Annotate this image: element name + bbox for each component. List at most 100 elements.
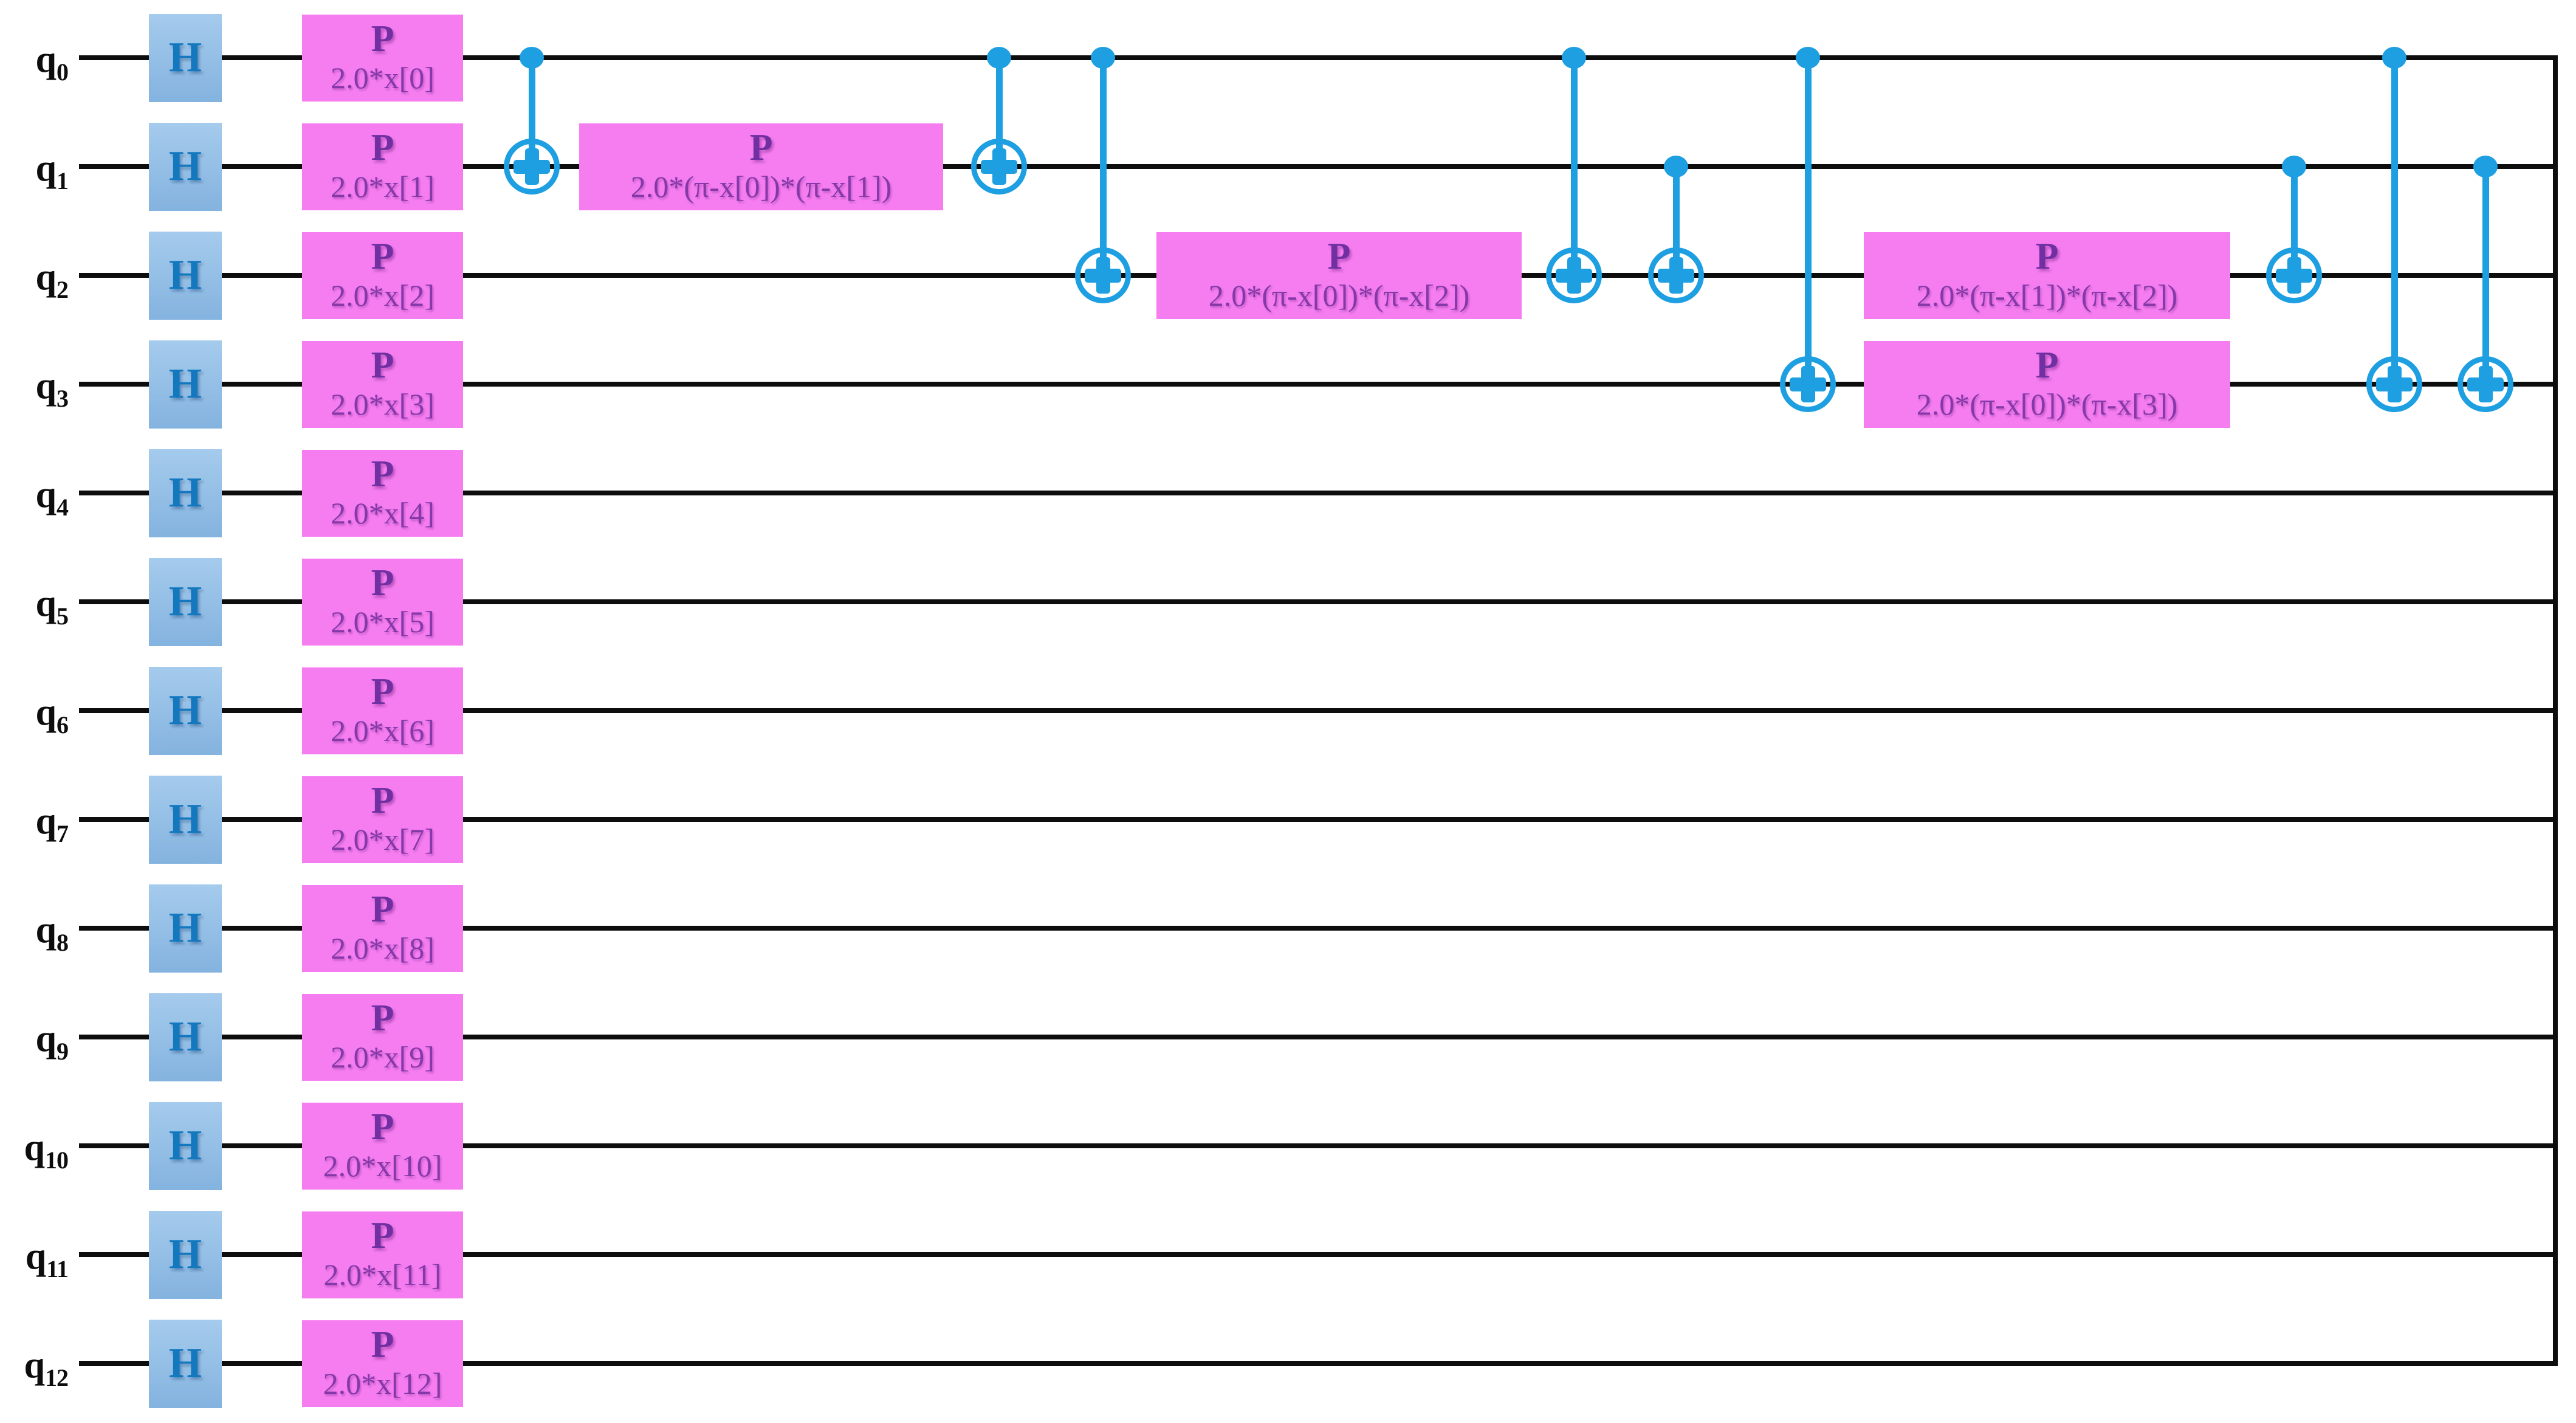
qubit-label: q4 [0, 467, 69, 535]
qubit-label-prefix: q [35, 474, 57, 515]
cnot-target-plus [2388, 366, 2402, 402]
h-gate: H [149, 1101, 222, 1190]
qubit-label-index: 9 [57, 1038, 69, 1065]
h-gate-letter: H [168, 1231, 202, 1278]
h-gate-letter: H [168, 1013, 202, 1060]
qubit-label-prefix: q [35, 692, 57, 733]
qubit-wire [79, 926, 2558, 931]
h-gate-letter: H [168, 143, 202, 190]
p-gate-letter: P [371, 671, 394, 713]
p-gate-letter: P [371, 345, 394, 387]
qubit-label-index: 6 [57, 711, 69, 739]
cnot-connector-line [2482, 167, 2489, 384]
qubit-label-prefix: q [24, 1345, 45, 1386]
p-gate-parameter: 2.0*x[7] [331, 822, 434, 856]
qubit-label: q1 [0, 141, 69, 208]
h-gate-letter: H [168, 578, 202, 625]
qubit-wire [79, 817, 2558, 822]
p-gate-parameter: 2.0*(π-x[0])*(π-x[3]) [1916, 387, 2178, 421]
cnot-control-dot [2282, 156, 2306, 177]
p-gate-parameter: 2.0*x[5] [331, 604, 434, 639]
cnot-target-circle [504, 139, 560, 195]
cnot-control-dot [1562, 47, 1586, 69]
h-gate-letter: H [168, 34, 202, 81]
cnot-target-plus [1096, 257, 1110, 294]
qubit-label-prefix: q [35, 1018, 57, 1059]
h-gate: H [149, 231, 222, 320]
p-gate-letter: P [371, 236, 394, 278]
h-gate: H [149, 449, 222, 537]
cnot-connector-line [529, 58, 535, 167]
p-gate-parameter: 2.0*x[8] [331, 931, 434, 965]
cnot-control-dot [2473, 156, 2498, 177]
qubit-label: q2 [0, 250, 69, 317]
p-gate-parameter: 2.0*(π-x[0])*(π-x[1]) [630, 169, 892, 204]
cnot-target-plus [525, 148, 539, 185]
h-gate-letter: H [168, 252, 202, 298]
p-gate-letter: P [749, 127, 773, 169]
qubit-label: q10 [0, 1120, 69, 1188]
h-gate: H [149, 1319, 222, 1408]
qubit-label-index: 10 [45, 1146, 69, 1174]
qubit-label-prefix: q [35, 801, 57, 842]
p-gate-parameter: 2.0*x[1] [331, 169, 434, 204]
p-gate-letter: P [371, 780, 394, 822]
qubit-label-prefix: q [35, 583, 57, 624]
p-gate-parameter: 2.0*(π-x[0])*(π-x[2]) [1208, 278, 1470, 312]
qubit-wire [79, 491, 2558, 495]
p-gate-letter: P [371, 18, 394, 60]
p-gate-parameter: 2.0*x[0] [331, 60, 434, 95]
p-gate-letter: P [371, 127, 394, 169]
qubit-wire [79, 708, 2558, 713]
cnot-connector-line [1673, 167, 1680, 275]
cnot-target-plus [1669, 257, 1683, 294]
h-gate: H [149, 340, 222, 429]
qubit-label-index: 2 [57, 276, 69, 303]
cnot-target-circle [1780, 356, 1836, 412]
cnot-connector-line [2391, 58, 2398, 384]
qubit-label: q0 [0, 32, 69, 100]
p-gate-letter: P [371, 997, 394, 1039]
p-gate-letter: P [371, 1324, 394, 1366]
qubit-label-index: 8 [57, 929, 69, 956]
h-gate: H [149, 884, 222, 973]
h-gate-letter: H [168, 796, 202, 842]
qubit-label: q12 [0, 1338, 69, 1405]
qubit-label-prefix: q [35, 39, 57, 80]
p-gate-parameter: 2.0*(π-x[1])*(π-x[2]) [1916, 278, 2178, 312]
qubit-label-prefix: q [35, 365, 57, 407]
p-gate-parameter: 2.0*x[11] [323, 1257, 442, 1292]
h-gate-letter: H [168, 1122, 202, 1169]
p-gate-parameter: 2.0*x[6] [331, 713, 434, 748]
h-gate: H [149, 666, 222, 755]
cnot-control-dot [520, 47, 544, 69]
h-gate: H [149, 557, 222, 646]
qubit-label-prefix: q [24, 1127, 45, 1168]
qubit-wire [79, 1252, 2558, 1257]
h-gate-letter: H [168, 904, 202, 951]
cnot-target-circle [2266, 247, 2322, 303]
cnot-target-circle [1546, 247, 1602, 303]
cnot-control-dot [1796, 47, 1820, 69]
h-gate-letter: H [168, 687, 202, 734]
qubit-label-index: 3 [57, 385, 69, 412]
cnot-control-dot [987, 47, 1011, 69]
cnot-connector-line [2291, 167, 2298, 275]
p-gate-parameter: 2.0*x[10] [323, 1148, 442, 1183]
h-gate-letter: H [168, 469, 202, 516]
cnot-target-plus [2287, 257, 2301, 294]
qubit-label: q8 [0, 903, 69, 970]
qubit-wire [79, 164, 2558, 169]
qubit-label-prefix: q [35, 909, 57, 951]
cnot-target-circle [2366, 356, 2422, 412]
